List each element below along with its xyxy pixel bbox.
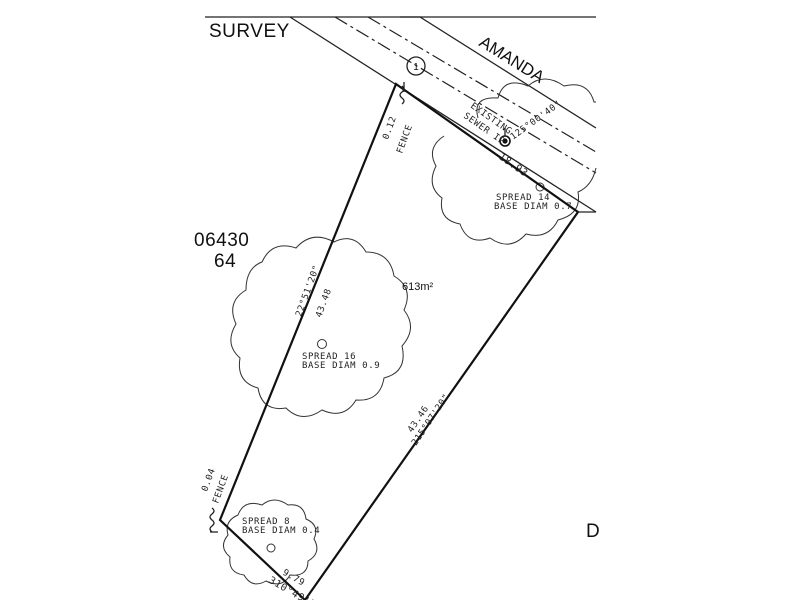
- north-distance: 18.93: [496, 151, 529, 179]
- tree-canopy-1: [431, 78, 597, 245]
- tree-canopy-3: [223, 499, 318, 585]
- road-centerline-2: [367, 16, 597, 153]
- fence-label-1: FENCE: [395, 123, 415, 155]
- road-kerb-line: [400, 16, 597, 129]
- lot-area: 613m²: [402, 281, 434, 293]
- road-centerline-1: [334, 16, 597, 174]
- adjacent-lot: 64: [214, 251, 236, 272]
- tree-2-spread: SPREAD 16: [302, 352, 356, 362]
- tree-trunk-2: [317, 339, 327, 349]
- lot-number-circle: [406, 56, 426, 76]
- lot-boundary: [218, 82, 580, 600]
- sewer-ip-dot: [502, 138, 508, 144]
- tree-3-spread: SPREAD 8: [242, 517, 290, 527]
- tree-3-base: BASE DIAM 0.4: [242, 526, 320, 536]
- survey-label: SURVEY: [209, 21, 290, 42]
- fence-mark-2: [209, 507, 215, 533]
- tree-1-spread: SPREAD 14: [496, 193, 550, 203]
- fence-offset-1: 0.12: [381, 115, 399, 141]
- north-bearing: 125°00'40": [509, 99, 564, 142]
- tree-canopy-2: [230, 236, 411, 417]
- corner-letter: D: [586, 521, 600, 542]
- road-boundary-line: [289, 16, 597, 213]
- west-distance: 43.48: [314, 287, 334, 319]
- tree-trunk-3: [266, 543, 276, 553]
- adjacent-plan-number: 06430: [194, 230, 249, 251]
- tree-1-base: BASE DIAM 0.7: [494, 202, 572, 212]
- tree-2-base: BASE DIAM 0.9: [302, 361, 380, 371]
- lot-number: 1: [413, 62, 419, 73]
